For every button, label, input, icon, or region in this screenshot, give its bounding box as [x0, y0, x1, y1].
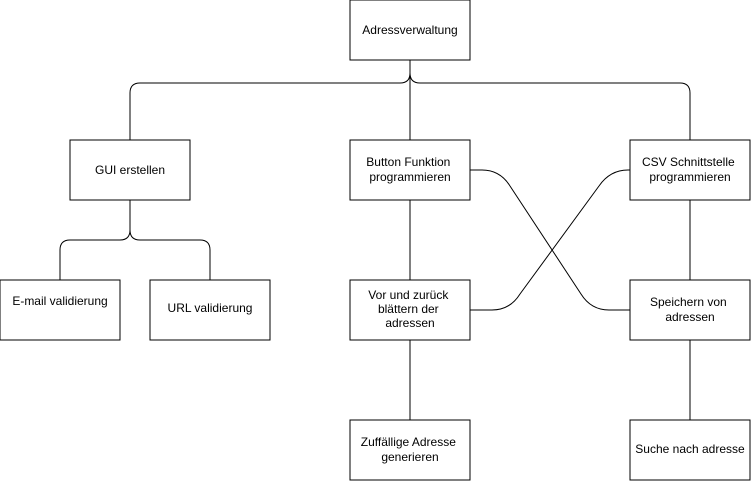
node-url-validierung: URL validierung — [149, 279, 271, 341]
label-line: Vor und zurück — [368, 288, 449, 302]
node-label: GUI erstellen — [95, 163, 165, 177]
label-line: URL validierung — [168, 301, 253, 315]
label-line: Adressverwaltung — [362, 23, 457, 37]
node-label: E-mail validierung — [12, 294, 107, 308]
label-line: Zuffällige Adresse — [361, 435, 456, 449]
node-speichern-von-adressen: Speichern von adressen — [629, 279, 751, 341]
label-line: adressen — [385, 316, 434, 330]
label-line: blättern der — [378, 302, 439, 316]
node-label: Adressverwaltung — [362, 23, 457, 37]
node-label: Button Funktion programmieren — [366, 155, 453, 184]
edge-vor-csv — [470, 169, 630, 311]
node-root: Adressverwaltung — [349, 0, 471, 61]
label-line: programmieren — [369, 170, 450, 184]
label-line: Speichern von — [650, 295, 727, 309]
node-vor-und-zurueck: Vor und zurück blättern der adressen — [349, 279, 471, 341]
node-label: Suche nach adresse — [635, 442, 745, 456]
node-suche-nach-adresse: Suche nach adresse — [629, 419, 751, 481]
node-csv-schnittstelle: CSV Schnittstelle programmieren — [629, 139, 751, 201]
label-line: Suche nach adresse — [635, 442, 745, 456]
node-button-funktion: Button Funktion programmieren — [349, 139, 471, 201]
edge-gui-url — [129, 229, 211, 280]
label-line: programmieren — [649, 170, 730, 184]
node-gui-erstellen: GUI erstellen — [69, 139, 191, 201]
label-line: Button Funktion — [366, 155, 450, 169]
node-label: Speichern von adressen — [650, 295, 730, 324]
label-line: E-mail validierung — [12, 294, 107, 308]
label-line: GUI erstellen — [95, 163, 165, 177]
node-email-validierung: E-mail validierung — [0, 279, 121, 341]
connectors — [59, 60, 691, 420]
node-label: Zuffällige Adresse generieren — [361, 435, 460, 464]
edge-button-speichern — [470, 169, 630, 311]
node-zufaellige-adresse: Zuffällige Adresse generieren — [349, 419, 471, 481]
label-line: CSV Schnittstelle — [642, 155, 735, 169]
edge-root-gui — [129, 60, 411, 140]
node-label: Vor und zurück blättern der adressen — [368, 288, 451, 330]
edge-gui-email — [59, 200, 131, 280]
label-line: generieren — [381, 450, 438, 464]
node-label: URL validierung — [168, 301, 253, 315]
edge-root-csv — [409, 72, 691, 140]
node-label: CSV Schnittstelle programmieren — [642, 155, 738, 184]
label-line: adressen — [665, 310, 714, 324]
